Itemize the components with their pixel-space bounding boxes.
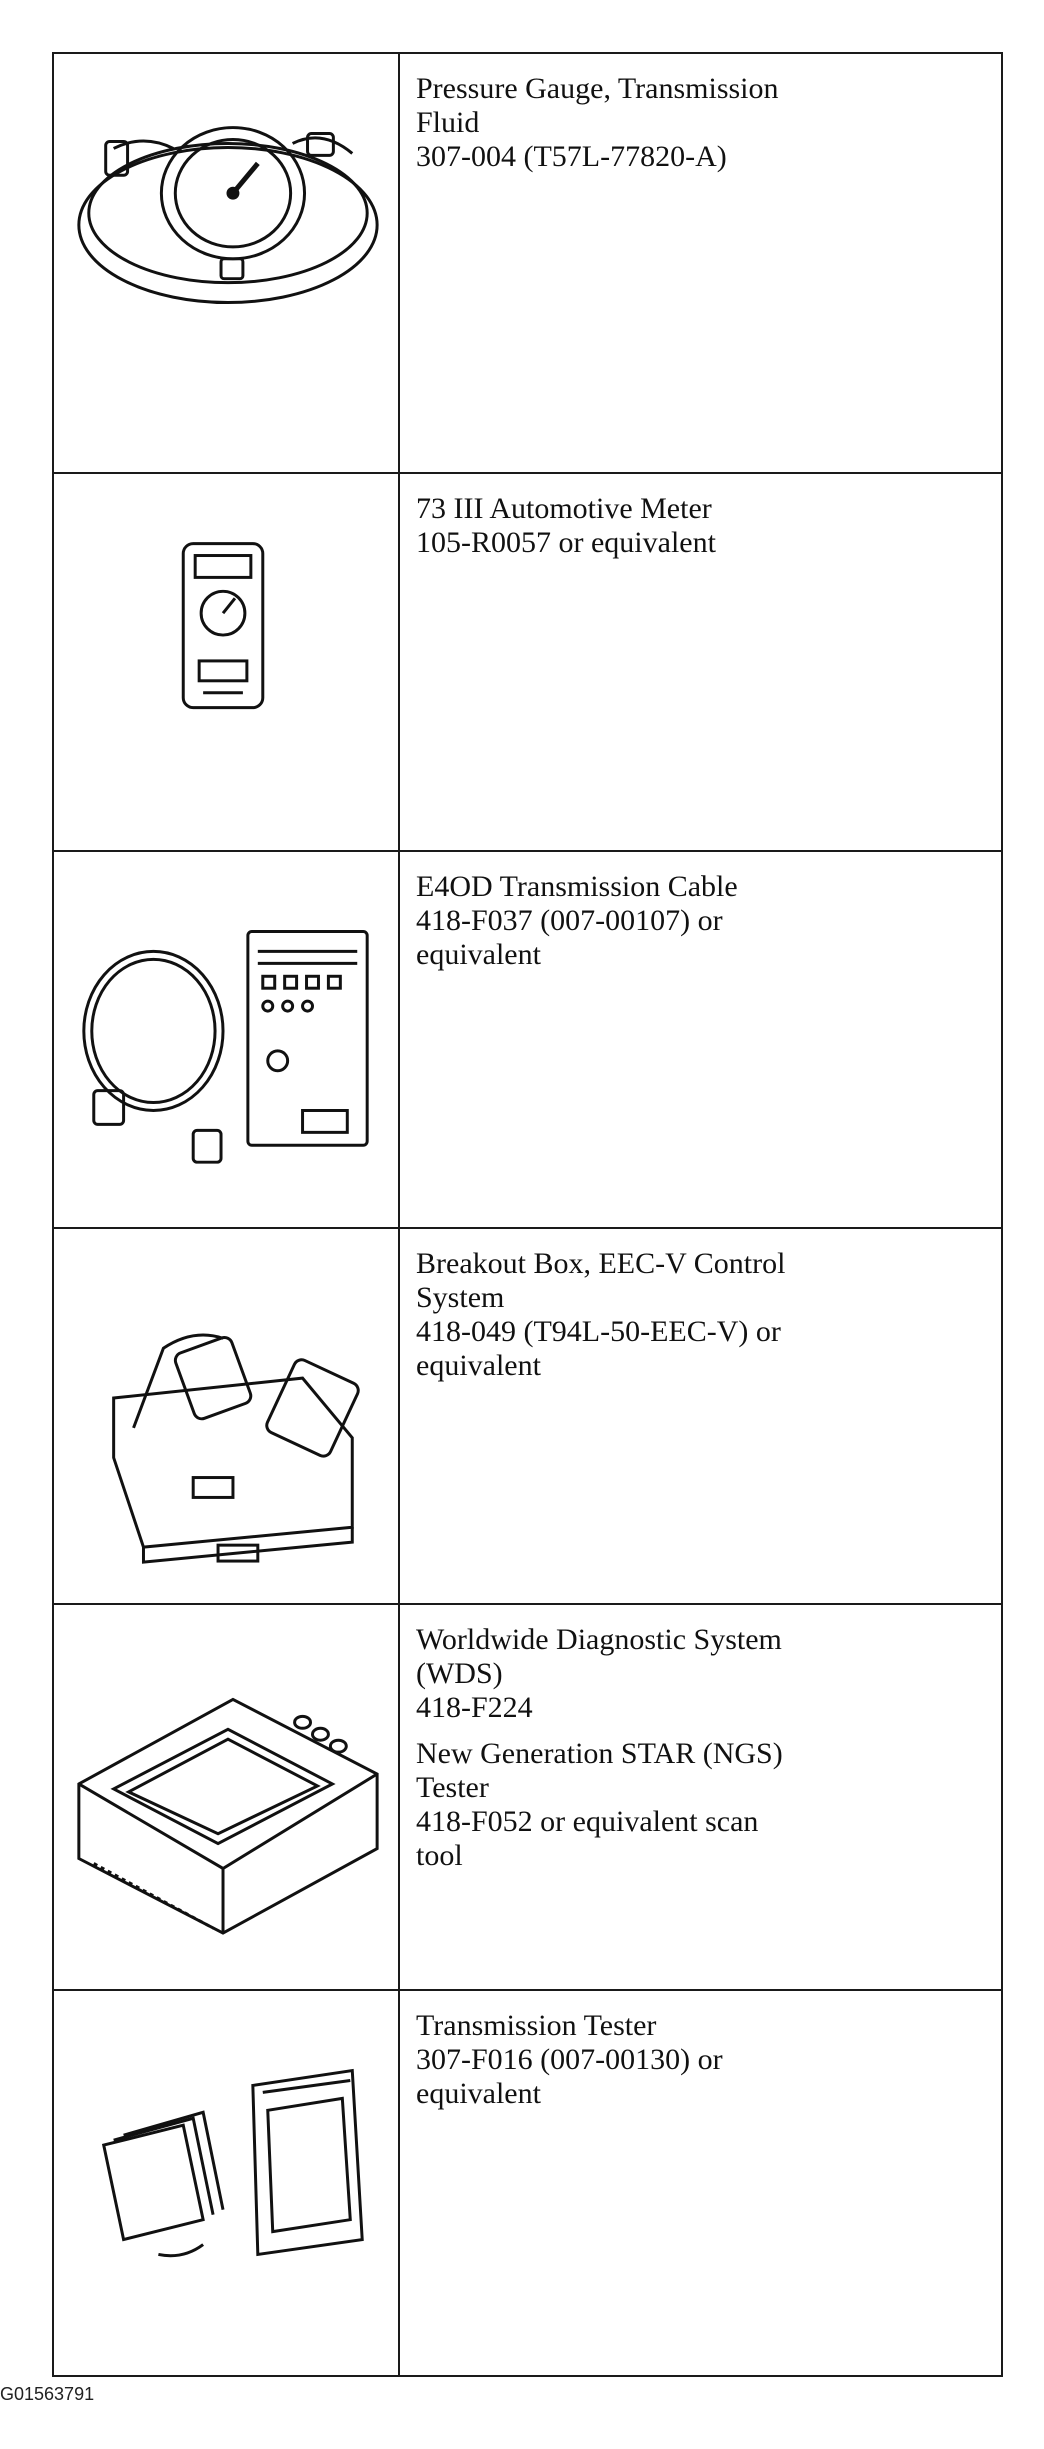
tool-description-paragraph: Breakout Box, EEC-V Control System 418-0… <box>416 1247 989 1383</box>
tool-row: Pressure Gauge, Transmission Fluid 307-0… <box>52 52 1003 474</box>
tool-description-paragraph: New Generation STAR (NGS) Tester 418-F05… <box>416 1737 989 1873</box>
pressure-gauge-illustration <box>77 126 379 305</box>
tool-part-number: 307-F016 (007-00130) or <box>416 2043 723 2076</box>
tool-name-line: 73 III Automotive Meter <box>416 492 712 525</box>
tool-illustration-cell <box>52 1603 400 1991</box>
tool-illustration-cell <box>52 1989 400 2377</box>
tool-illustration-cell <box>52 472 400 852</box>
tool-description: Pressure Gauge, Transmission Fluid 307-0… <box>398 52 1003 474</box>
tool-part-number: 307-004 (T57L-77820-A) <box>416 140 727 173</box>
tool-row: 73 III Automotive Meter 105-R0057 or equ… <box>52 472 1003 852</box>
tool-row: Worldwide Diagnostic System (WDS) 418-F2… <box>52 1603 1003 1991</box>
tool-part-number: equivalent <box>416 938 541 971</box>
tool-part-number: equivalent <box>416 2077 541 2110</box>
breakout-box-illustration <box>112 1333 360 1564</box>
tool-row: Breakout Box, EEC-V Control System 418-0… <box>52 1227 1003 1605</box>
tool-name-line: Pressure Gauge, Transmission <box>416 72 779 105</box>
tool-part-number: 418-F052 or equivalent scan <box>416 1805 759 1838</box>
tool-name-line: Breakout Box, EEC-V Control <box>416 1247 786 1280</box>
tool-name-line: E4OD Transmission Cable <box>416 870 738 903</box>
tool-illustration-cell <box>52 1227 400 1605</box>
tool-part-number: tool <box>416 1839 463 1872</box>
figure-id: G01563791 <box>0 2384 95 2404</box>
tool-part-number: 418-F037 (007-00107) or <box>416 904 723 937</box>
tool-description: Transmission Tester 307-F016 (007-00130)… <box>398 1989 1003 2377</box>
tool-row: E4OD Transmission Cable 418-F037 (007-00… <box>52 850 1003 1229</box>
tool-description: E4OD Transmission Cable 418-F037 (007-00… <box>398 850 1003 1229</box>
tool-description: Worldwide Diagnostic System (WDS) 418-F2… <box>398 1603 1003 1991</box>
tool-part-number: 418-F224 <box>416 1691 533 1724</box>
tool-name-line: (WDS) <box>416 1657 503 1690</box>
transmission-cable-illustration <box>82 930 369 1164</box>
tool-part-number: 105-R0057 or equivalent <box>416 526 716 559</box>
tool-row: Transmission Tester 307-F016 (007-00130)… <box>52 1989 1003 2377</box>
tool-name-line: Fluid <box>416 106 480 139</box>
special-tools-table: Pressure Gauge, Transmission Fluid 307-0… <box>52 52 1003 2377</box>
tool-description: 73 III Automotive Meter 105-R0057 or equ… <box>398 472 1003 852</box>
tool-description-paragraph: 73 III Automotive Meter 105-R0057 or equ… <box>416 492 989 560</box>
tool-name-line: System <box>416 1281 505 1314</box>
tool-illustration-cell <box>52 850 400 1229</box>
tool-name-line: Worldwide Diagnostic System <box>416 1623 782 1656</box>
tool-description-paragraph: E4OD Transmission Cable 418-F037 (007-00… <box>416 870 989 972</box>
tool-name-line: New Generation STAR (NGS) <box>416 1737 783 1770</box>
tool-description: Breakout Box, EEC-V Control System 418-0… <box>398 1227 1003 1605</box>
tool-part-number: 418-049 (T94L-50-EEC-V) or <box>416 1315 781 1348</box>
tool-illustration-cell <box>52 52 400 474</box>
tool-part-number: equivalent <box>416 1349 541 1382</box>
tool-name-line: Tester <box>416 1771 489 1804</box>
transmission-tester-illustration <box>101 2068 364 2258</box>
tool-description-paragraph: Pressure Gauge, Transmission Fluid 307-0… <box>416 72 989 174</box>
tool-description-paragraph: Worldwide Diagnostic System (WDS) 418-F2… <box>416 1623 989 1725</box>
tool-description-paragraph: Transmission Tester 307-F016 (007-00130)… <box>416 2009 989 2111</box>
diagnostic-system-illustration <box>77 1697 379 1935</box>
automotive-meter-illustration <box>181 542 265 710</box>
tool-name-line: Transmission Tester <box>416 2009 657 2042</box>
